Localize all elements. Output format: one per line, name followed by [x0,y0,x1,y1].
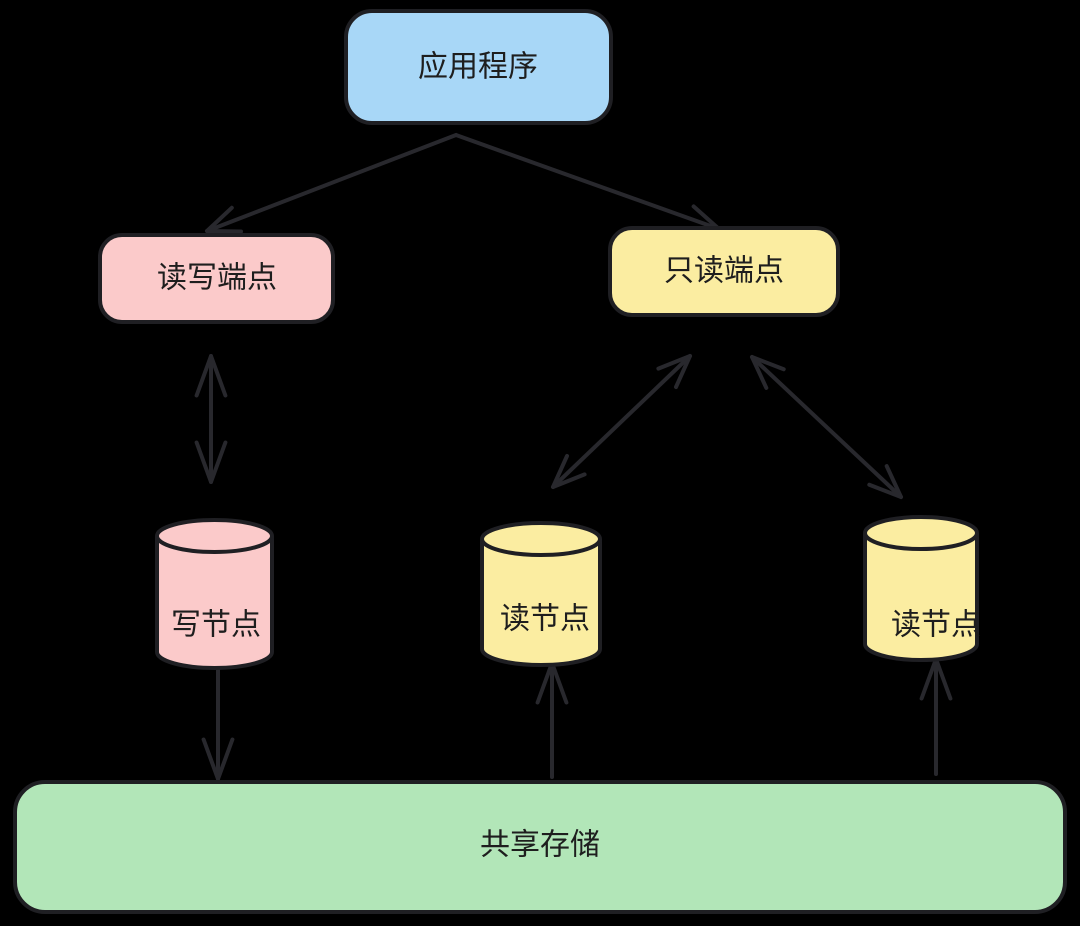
edge-ro-to-read2-arrowhead-top [750,355,786,390]
edge-ro-to-read1-arrowhead-bottom [551,454,587,489]
edge-rw-to-write-arrowhead-bottom [194,440,228,484]
read-node-2-cylinder-body [863,533,979,662]
read-node-1-label: 读节点 [500,603,590,636]
read-node-1-cylinder-top [480,521,602,557]
edge-ro-to-read1-line [551,354,692,489]
edges-layer [194,133,953,781]
read-node-2-label: 读节点 [891,609,981,642]
node-write-node: 写节点 [155,518,274,670]
write-node-cylinder-body [155,536,274,670]
node-rw-endpoint: 读写端点 [98,233,335,324]
application-label: 应用程序 [418,51,538,84]
shared-storage-box [13,780,1067,914]
edge-write-to-storage-arrowhead [201,737,235,781]
edge-ro-to-read1-arrowhead-top [656,354,692,389]
ro-endpoint-label: 只读端点 [664,255,784,288]
application-box [344,9,613,125]
node-application: 应用程序 [344,9,613,125]
edge-rw-to-write-arrowhead-top [194,354,228,398]
node-read-node-1: 读节点 [480,521,602,667]
ro-endpoint-box [608,226,840,317]
rw-endpoint-label: 读写端点 [157,262,277,295]
edge-application-to-rw-line [205,133,458,233]
read-node-2-cylinder-top [863,515,979,551]
read-node-1-cylinder-body [480,539,602,667]
node-ro-endpoint: 只读端点 [608,226,840,317]
edge-ro-to-read2-arrowhead-bottom [867,464,903,499]
edge-application-to-ro-line [454,133,721,231]
shared-storage-label: 共享存储 [480,829,600,862]
rw-endpoint-box [98,233,335,324]
write-node-label: 写节点 [171,609,261,642]
edge-ro-to-read2-line [750,355,903,499]
write-node-cylinder-top [155,518,274,554]
nodes-layer: 应用程序 读写端点 只读端点 写节点 读节点 读节点 [13,9,1067,914]
edge-application-to-rw-arrowhead [205,205,243,234]
node-read-node-2: 读节点 [863,515,981,662]
node-shared-storage: 共享存储 [13,780,1067,914]
